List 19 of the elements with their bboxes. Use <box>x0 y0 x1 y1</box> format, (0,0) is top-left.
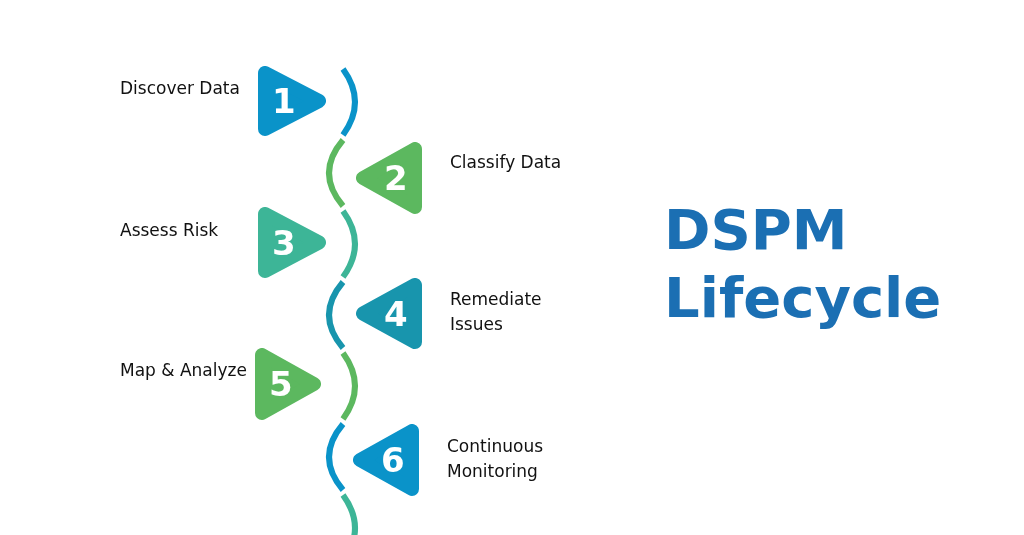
step-number: 3 <box>272 225 296 260</box>
step-triangle <box>353 424 419 496</box>
step-label: Remediate Issues <box>450 288 543 336</box>
step-label: Assess Risk <box>120 219 220 242</box>
step-label: Classify Data <box>450 151 563 174</box>
step-triangle <box>356 142 422 214</box>
step-number: 2 <box>384 161 408 195</box>
step-label: Map & Analyze <box>120 359 248 382</box>
step-triangle <box>258 66 326 136</box>
step-number: 4 <box>384 296 408 331</box>
step-triangle <box>255 348 321 420</box>
step-number: 5 <box>269 367 293 401</box>
step-number: 1 <box>272 84 296 118</box>
step-triangle <box>258 207 326 278</box>
step-label: Discover Data <box>120 77 241 100</box>
step-triangle <box>356 278 422 349</box>
step-number: 6 <box>381 443 405 477</box>
title: DSPM Lifecycle <box>664 196 943 332</box>
step-label: Continuous Monitoring <box>447 435 544 483</box>
